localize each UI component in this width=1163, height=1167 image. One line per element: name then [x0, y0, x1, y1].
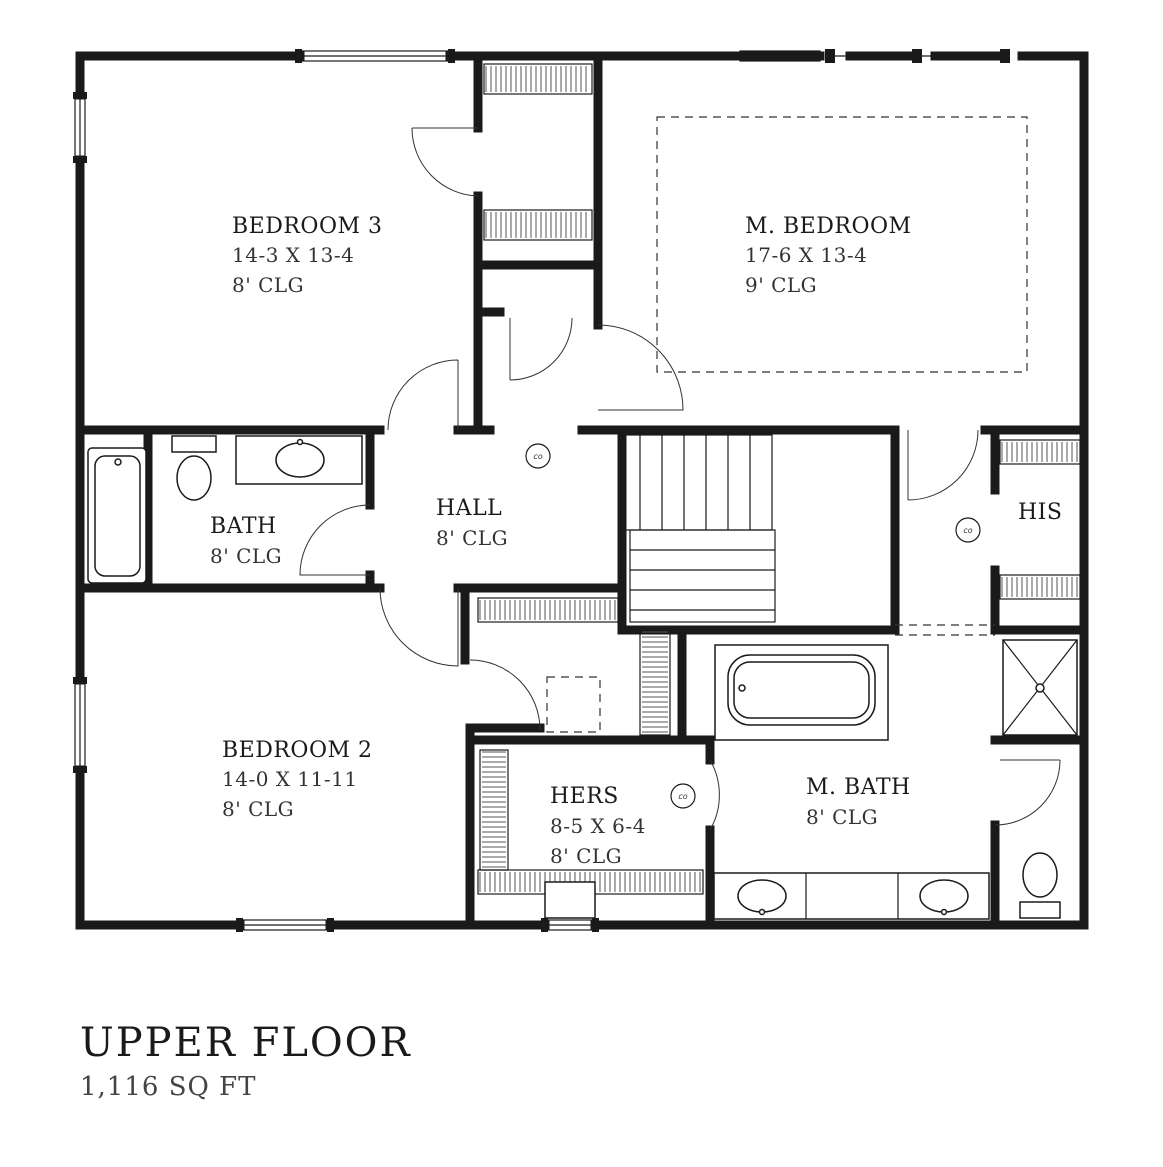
room-label-hers: HERS 8-5 X 6-4 8' CLG	[550, 784, 646, 868]
room-label-hall: HALL 8' CLG	[436, 496, 508, 550]
room-label-his: HIS	[1018, 500, 1062, 525]
room-name: HALL	[436, 496, 502, 521]
sink-icon	[235, 435, 363, 485]
ceiling-light-icon: co	[955, 517, 981, 543]
room-label-master-bath: M. BATH 8' CLG	[806, 775, 911, 829]
plan-title: UPPER FLOOR	[80, 1020, 412, 1066]
room-size: 8-5 X 6-4	[550, 814, 646, 838]
room-name: BEDROOM 3	[232, 214, 383, 239]
room-name: BEDROOM 2	[222, 738, 373, 763]
room-ceiling: 8' CLG	[550, 844, 622, 868]
bathtub-icon	[87, 447, 147, 584]
room-ceiling: 8' CLG	[222, 797, 294, 821]
room-ceiling: 8' CLG	[436, 526, 508, 550]
floor-plan: co co co BEDROOM 3 14-3 X 13-4 8' CLG M.…	[73, 49, 1089, 932]
svg-text:co: co	[533, 452, 542, 461]
svg-text:co: co	[678, 792, 687, 801]
room-size: 17-6 X 13-4	[745, 243, 867, 267]
master-vanity-icon	[713, 872, 990, 920]
window-top-bedroom3	[295, 49, 455, 63]
room-ceiling: 8' CLG	[806, 805, 878, 829]
room-name: M. BEDROOM	[745, 214, 912, 239]
closet-shelving	[477, 63, 1081, 895]
interior-walls	[75, 51, 1089, 930]
svg-text:co: co	[963, 526, 972, 535]
room-size: 14-3 X 13-4	[232, 243, 354, 267]
exterior-walls	[75, 51, 1089, 930]
room-label-bedroom3: BEDROOM 3 14-3 X 13-4 8' CLG	[232, 214, 383, 297]
attic-access	[546, 676, 601, 733]
toilet-icon	[171, 435, 217, 501]
room-name: HERS	[550, 784, 619, 809]
ceiling-fixtures: co co co	[525, 443, 981, 809]
window-left-bedroom2	[73, 677, 87, 773]
room-name: M. BATH	[806, 775, 911, 800]
window-bottom-bedroom2	[236, 918, 334, 932]
fixtures	[87, 435, 1078, 920]
plan-area: 1,116 SQ FT	[80, 1072, 257, 1102]
master-toilet-icon	[1019, 852, 1061, 919]
window-left-bedroom3	[73, 92, 87, 163]
room-ceiling: 9' CLG	[745, 273, 817, 297]
room-ceiling: 8' CLG	[210, 544, 282, 568]
bench-icon	[544, 881, 596, 919]
staircase	[621, 434, 776, 623]
ceiling-light-icon: co	[525, 443, 551, 469]
room-name: BATH	[210, 514, 277, 539]
door-swings	[299, 127, 1061, 831]
room-size: 14-0 X 11-11	[222, 767, 358, 791]
ceiling-light-icon: co	[670, 783, 696, 809]
window-bottom-hers	[541, 918, 599, 932]
room-name: HIS	[1018, 500, 1062, 525]
window-top-master-1	[739, 49, 1010, 63]
room-label-master-bedroom: M. BEDROOM 17-6 X 13-4 9' CLG	[745, 214, 912, 297]
shower-icon	[1002, 639, 1078, 736]
tray-ceiling-outline	[656, 116, 1028, 373]
master-bathtub-icon	[714, 644, 889, 741]
room-label-bath: BATH 8' CLG	[210, 514, 282, 568]
room-ceiling: 8' CLG	[232, 273, 304, 297]
windows	[73, 49, 1010, 932]
room-label-bedroom2: BEDROOM 2 14-0 X 11-11 8' CLG	[222, 738, 373, 821]
